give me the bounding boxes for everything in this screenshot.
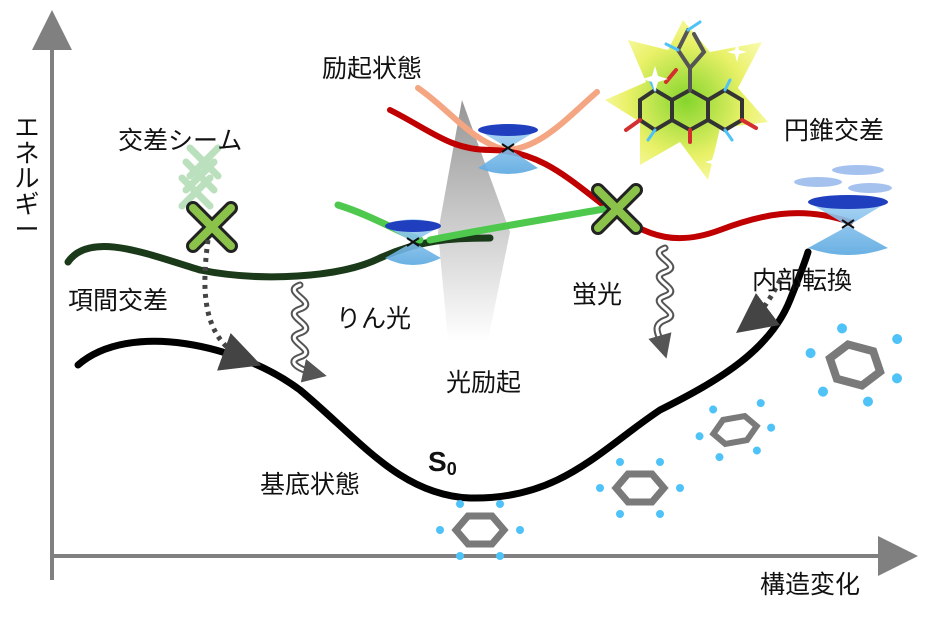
crossing-x-icon (591, 183, 643, 235)
excited-state-label: 励起状態 (322, 54, 423, 83)
benzene-molecule-icon (695, 399, 776, 462)
conical-intersection-label: 円錐交差 (784, 116, 885, 145)
wavy-arrow-icon (290, 281, 327, 383)
photoexcitation-beam (438, 100, 510, 340)
triplet-curve-dark (64, 234, 494, 281)
axes (31, 10, 918, 580)
conical-intersection-icon (478, 124, 538, 174)
ground-state-label: 基底状態 (260, 470, 361, 499)
intersystem-crossing-label: 項間交差 (68, 286, 169, 315)
conical-intersection-icon (794, 165, 892, 255)
dotted-arrow-icon (202, 239, 262, 371)
fluorescein-molecule-icon (605, 20, 768, 180)
phosphorescence-label: りん光 (336, 304, 412, 333)
s0-label: S0 (428, 446, 457, 480)
benzene-molecule-icon (596, 458, 684, 518)
s0-main: S (428, 446, 447, 477)
crossing-seam-marks (178, 144, 222, 210)
photoexcitation-label: 光励起 (446, 368, 522, 397)
internal-conversion-label: 内部転換 (752, 266, 853, 295)
benzene-molecule-icon (436, 500, 524, 560)
x-axis-label: 構造変化 (760, 570, 861, 599)
benzene-molecule-icon (805, 323, 903, 407)
wavy-arrow-icon (648, 244, 675, 359)
crossing-seam-label: 交差シーム (118, 126, 243, 155)
crossing-x-icon (186, 201, 238, 253)
y-axis-label: エネルギー (14, 113, 40, 244)
s0-subscript: 0 (446, 459, 457, 479)
dotted-arrow-icon (736, 278, 783, 334)
fluorescence-label: 蛍光 (572, 280, 623, 309)
conical-intersection-icon (385, 219, 441, 265)
triplet-curve-light-right (426, 204, 614, 244)
